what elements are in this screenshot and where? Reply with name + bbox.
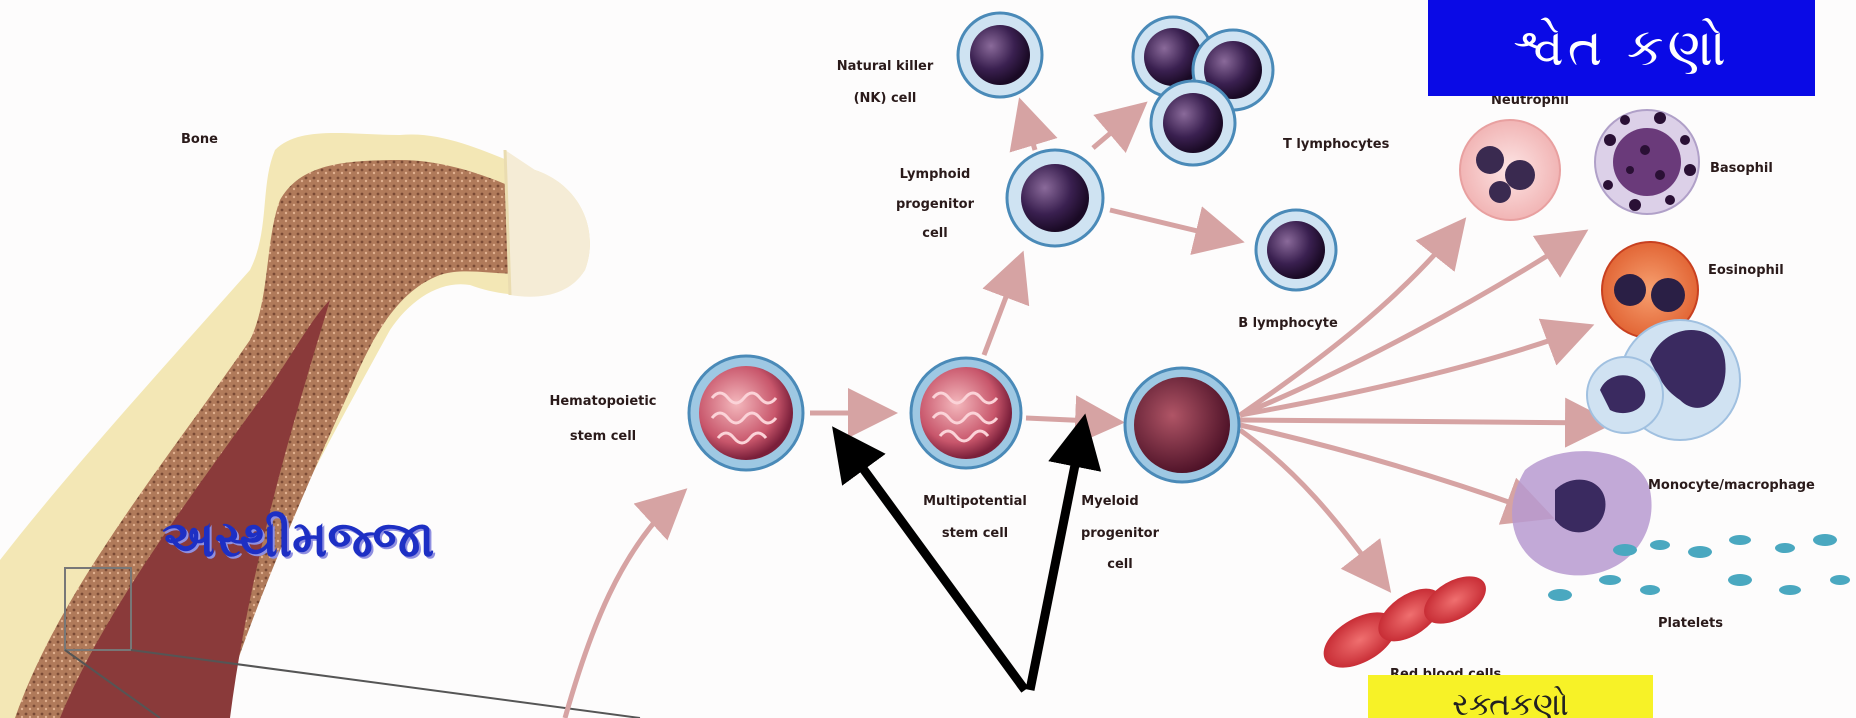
neutrophil [1460,120,1560,220]
multipotential-stem-cell-label-line2: stem cell [942,526,1008,541]
basophil [1595,110,1699,214]
monocyte-label: Monocyte/macrophage [1648,478,1815,493]
white-blood-cells-banner: શ્વેત કણો [1428,0,1815,96]
bone-illustration [0,133,640,718]
multipotential-stem-cell [911,358,1021,468]
b-lymphocyte-label: B lymphocyte [1238,316,1338,331]
nk-cell-label-line2: (NK) cell [854,91,917,106]
bone-marrow-label: અસ્થીમજ્જા [162,510,434,569]
red-blood-cells [1314,567,1494,680]
macrophage [1512,451,1652,575]
red-blood-cells-banner: રક્તકણો [1368,675,1653,718]
t-lymphocytes [1133,17,1273,165]
myeloid-progenitor-label-line3: cell [1107,557,1132,572]
myeloid-progenitor-label-line2: progenitor [1081,526,1160,541]
myeloid-progenitor-cell [1125,368,1239,482]
lymphoid-progenitor-cell [1007,150,1103,246]
hematopoietic-stem-cell-label-line2: stem cell [570,429,636,444]
platelets-label: Platelets [1658,616,1723,631]
natural-killer-cell [958,13,1042,97]
nk-cell-label-line1: Natural killer [837,59,934,74]
monocyte-group [1587,320,1740,440]
multipotential-stem-cell-label-line1: Multipotential [923,494,1027,509]
bone-label: Bone [181,132,218,147]
black-pointer-arrows [848,440,1080,690]
lymphoid-progenitor-label-line1: Lymphoid [900,167,971,182]
b-lymphocyte [1256,210,1336,290]
hematopoietic-stem-cell [689,356,803,470]
t-lymphocytes-label: T lymphocytes [1283,137,1390,152]
lymphoid-progenitor-label-line2: progenitor [896,197,975,212]
basophil-label: Basophil [1710,161,1773,176]
lymphoid-progenitor-label-line3: cell [922,226,947,241]
myeloid-progenitor-label-line1: Myeloid [1081,494,1138,509]
hematopoietic-stem-cell-label-line1: Hematopoietic [549,394,656,409]
eosinophil-label: Eosinophil [1708,263,1784,278]
